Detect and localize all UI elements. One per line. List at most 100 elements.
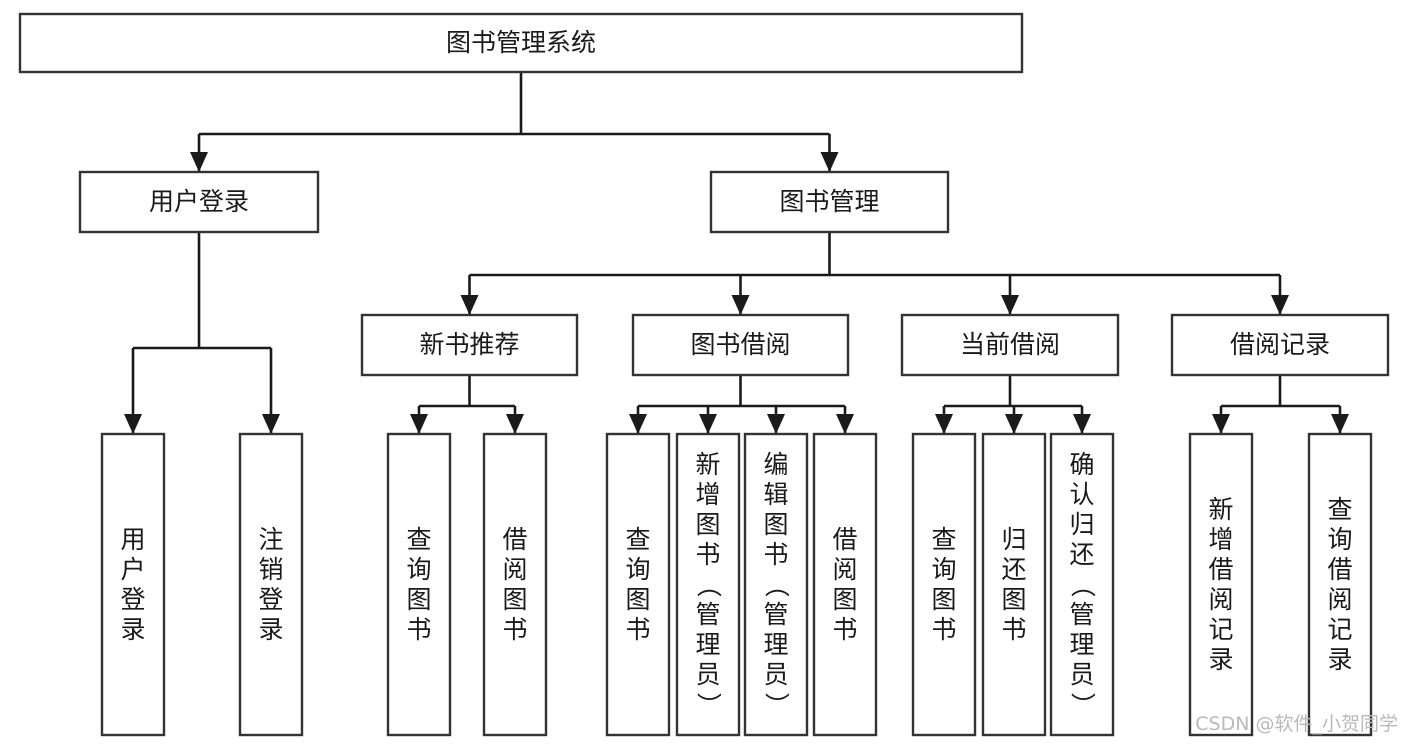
node-label-leaf-query-books-borrow-char-3: 书	[625, 615, 650, 644]
node-label-leaf-confirm-return-admin-char-0: 确	[1069, 450, 1094, 479]
arrow-head-icon	[506, 414, 524, 434]
node-label-leaf-user-login-char-2: 登	[120, 585, 145, 614]
node-label-leaf-add-book-admin-char-3: 书	[695, 540, 720, 569]
node-label-leaf-edit-book-admin-char-8: ）	[762, 692, 791, 717]
node-book-borrow[interactable]: 图书借阅	[631, 313, 850, 377]
arrow-head-icon	[1271, 295, 1289, 315]
node-root[interactable]: 图书管理系统	[18, 12, 1024, 74]
node-label-root: 图书管理系统	[446, 28, 596, 57]
node-box-current-borrow	[900, 313, 1120, 377]
node-label-leaf-add-borrow-record-char-2: 借	[1208, 555, 1233, 584]
connectors-layer	[124, 72, 1349, 434]
csdn-watermark: CSDN @软件_小贺同学	[1195, 713, 1398, 735]
node-current-borrow[interactable]: 当前借阅	[900, 313, 1120, 377]
node-box-user-login	[78, 170, 320, 234]
arrow-head-icon	[1073, 414, 1091, 434]
node-label-leaf-query-books-current-char-3: 书	[931, 615, 956, 644]
node-label-leaf-query-books-borrow-char-0: 查	[625, 525, 650, 554]
node-label-leaf-confirm-return-admin-char-3: 还	[1069, 540, 1094, 569]
node-label-leaf-add-book-admin-char-8: ）	[694, 692, 723, 717]
node-box-leaf-borrow-books	[812, 432, 878, 737]
node-label-leaf-logout-char-1: 销	[258, 555, 283, 584]
arrow-head-icon	[190, 152, 208, 172]
node-label-leaf-borrow-books-recommend-char-2: 图	[502, 585, 527, 614]
node-box-borrow-record	[1170, 313, 1390, 377]
node-label-leaf-user-login-char-0: 用	[120, 525, 145, 554]
node-label-leaf-query-borrow-record-char-1: 询	[1327, 525, 1352, 554]
node-label-leaf-edit-book-admin-char-7: 员	[763, 660, 788, 689]
node-box-leaf-edit-book-admin	[743, 432, 809, 737]
node-leaf-user-login[interactable]: 用户登录	[100, 432, 166, 737]
node-label-user-login: 用户登录	[149, 187, 249, 216]
node-label-leaf-borrow-books-char-1: 阅	[832, 555, 857, 584]
node-label-leaf-edit-book-admin-char-6: 理	[763, 630, 788, 659]
node-label-book-borrow: 图书借阅	[690, 330, 790, 359]
node-box-leaf-query-borrow-record	[1307, 432, 1373, 737]
node-label-leaf-edit-book-admin-char-0: 编	[763, 450, 788, 479]
node-label-leaf-edit-book-admin-char-4: （	[762, 572, 791, 597]
node-box-leaf-logout	[238, 432, 304, 737]
node-label-leaf-query-borrow-record-char-3: 阅	[1327, 585, 1352, 614]
node-label-leaf-confirm-return-admin-char-6: 理	[1069, 630, 1094, 659]
node-label-leaf-add-book-admin-char-2: 图	[695, 510, 720, 539]
arrow-head-icon	[820, 152, 839, 172]
node-label-leaf-query-borrow-record-char-4: 记	[1327, 615, 1352, 644]
node-label-leaf-add-borrow-record-char-0: 新	[1208, 495, 1233, 524]
node-book-manage[interactable]: 图书管理	[709, 170, 950, 234]
node-label-leaf-confirm-return-admin-char-7: 员	[1069, 660, 1094, 689]
node-label-leaf-add-book-admin-char-6: 理	[695, 630, 720, 659]
node-user-login[interactable]: 用户登录	[78, 170, 320, 234]
node-label-leaf-confirm-return-admin-char-8: ）	[1068, 692, 1097, 717]
node-box-leaf-query-books-current	[911, 432, 977, 737]
arrow-head-icon	[262, 414, 280, 434]
node-label-leaf-return-books-char-1: 还	[1001, 555, 1026, 584]
node-box-leaf-return-books	[981, 432, 1047, 737]
nodes-layer: 图书管理系统用户登录图书管理新书推荐图书借阅当前借阅借阅记录用户登录注销登录查询…	[18, 12, 1390, 737]
node-label-leaf-edit-book-admin-char-3: 书	[763, 540, 788, 569]
arrow-head-icon	[124, 414, 142, 434]
node-label-leaf-query-books-borrow-char-2: 图	[625, 585, 650, 614]
node-label-leaf-query-borrow-record-char-5: 录	[1327, 645, 1352, 674]
node-label-leaf-return-books-char-0: 归	[1001, 525, 1026, 554]
node-label-leaf-borrow-books-recommend-char-1: 阅	[502, 555, 527, 584]
arrow-head-icon	[1005, 414, 1023, 434]
node-borrow-record[interactable]: 借阅记录	[1170, 313, 1390, 377]
arrow-head-icon	[1331, 414, 1349, 434]
node-label-leaf-borrow-books-char-3: 书	[832, 615, 857, 644]
node-label-leaf-add-book-admin-char-5: 管	[695, 600, 720, 629]
node-label-leaf-add-borrow-record-char-1: 增	[1208, 525, 1233, 554]
node-label-leaf-add-borrow-record-char-5: 录	[1208, 645, 1233, 674]
arrow-head-icon	[699, 414, 717, 434]
node-label-current-borrow: 当前借阅	[960, 330, 1060, 359]
node-label-leaf-query-books-recommend-char-3: 书	[406, 615, 431, 644]
node-box-leaf-query-books-recommend	[386, 432, 452, 737]
node-label-leaf-add-book-admin-char-4: （	[694, 572, 723, 597]
arrow-head-icon	[836, 414, 854, 434]
node-new-book-recommend[interactable]: 新书推荐	[360, 313, 579, 377]
node-label-leaf-edit-book-admin-char-2: 图	[763, 510, 788, 539]
node-box-book-manage	[709, 170, 950, 234]
node-label-leaf-query-books-current-char-1: 询	[931, 555, 956, 584]
node-label-leaf-query-books-borrow-char-1: 询	[625, 555, 650, 584]
node-label-leaf-query-borrow-record-char-2: 借	[1327, 555, 1352, 584]
node-label-leaf-edit-book-admin-char-5: 管	[763, 600, 788, 629]
node-box-leaf-confirm-return-admin	[1049, 432, 1115, 737]
node-label-leaf-user-login-char-3: 录	[120, 615, 145, 644]
node-label-leaf-borrow-books-recommend-char-0: 借	[502, 525, 527, 554]
node-box-leaf-user-login	[100, 432, 166, 737]
node-box-leaf-query-books-borrow	[605, 432, 671, 737]
arrow-head-icon	[767, 414, 785, 434]
node-label-leaf-logout-char-3: 录	[258, 615, 283, 644]
